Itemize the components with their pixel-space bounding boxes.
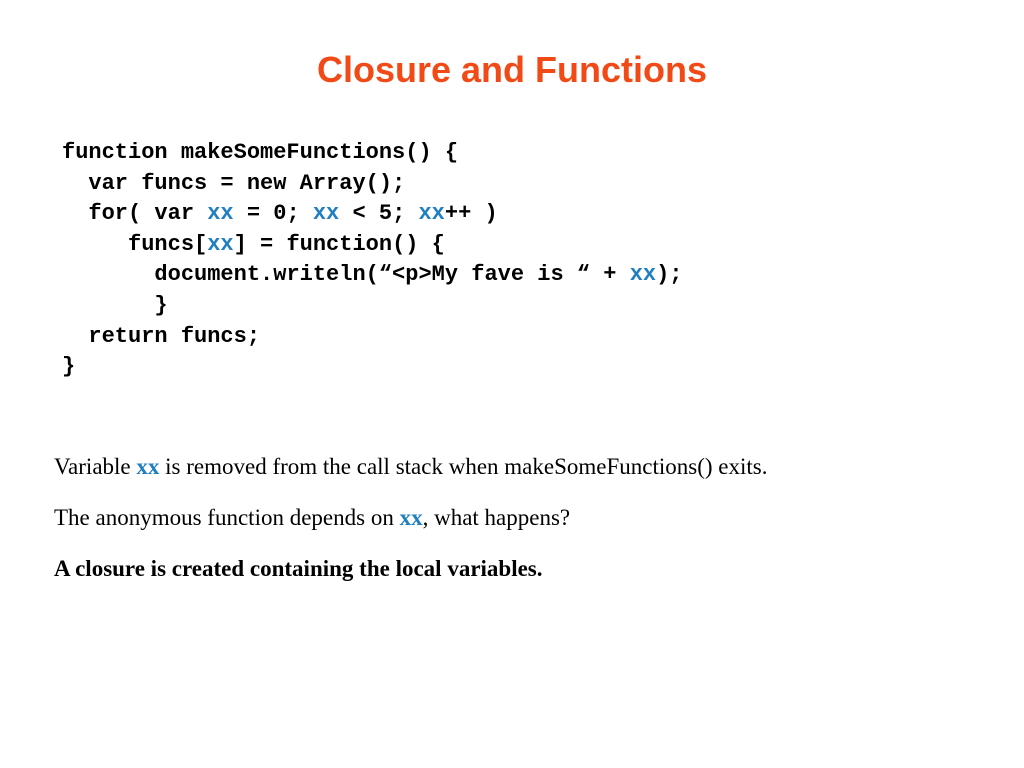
code-text: var funcs = new Array(); [88, 170, 406, 196]
code-indent [62, 171, 88, 196]
code-text: function makeSomeFunctions() { [62, 140, 459, 165]
code-indent [62, 324, 88, 349]
code-line: } [62, 291, 683, 322]
code-indent [62, 262, 154, 287]
code-text: < 5; [339, 201, 419, 227]
code-text: for( var [88, 201, 208, 227]
code-text: return funcs; [88, 323, 261, 349]
code-text: } [154, 292, 168, 318]
code-indent [62, 293, 154, 318]
paragraph-depends: The anonymous function depends on xx, wh… [54, 503, 994, 533]
code-text: document.writeln(“<p>My fave is “ + [154, 262, 630, 288]
code-text: ] = function() { [233, 231, 445, 257]
code-line: var funcs = new Array(); [62, 169, 683, 200]
paragraph-text: , what happens? [422, 505, 571, 530]
code-line: } [62, 352, 683, 383]
code-text: } [62, 354, 76, 380]
highlight-variable: xx [136, 454, 160, 479]
code-indent [62, 232, 128, 257]
code-text: funcs[ [128, 231, 208, 257]
paragraph-call-stack: Variable xx is removed from the call sta… [54, 452, 994, 482]
paragraph-closure-conclusion: A closure is created containing the loca… [54, 556, 543, 581]
highlight-variable: xx [399, 505, 423, 530]
code-line: for( var xx = 0; xx < 5; xx++ ) [62, 199, 683, 230]
code-text: ); [656, 262, 683, 288]
code-line: function makeSomeFunctions() { [62, 138, 683, 169]
code-variable: xx [207, 201, 234, 227]
paragraph-text: is removed from the call stack when make… [159, 454, 768, 479]
code-line: document.writeln(“<p>My fave is “ + xx); [62, 260, 683, 291]
paragraph-text: The anonymous function depends on [54, 505, 400, 530]
code-variable: xx [312, 201, 340, 227]
code-text: ++ ) [444, 201, 498, 227]
code-line: funcs[xx] = function() { [62, 230, 683, 261]
code-variable: xx [418, 201, 445, 227]
code-variable: xx [629, 262, 657, 288]
code-indent [62, 201, 88, 226]
code-block: function makeSomeFunctions() { var funcs… [62, 138, 683, 383]
code-variable: xx [207, 231, 234, 257]
code-line: return funcs; [62, 322, 683, 353]
paragraph-text: Variable [54, 454, 137, 479]
slide-title: Closure and Functions [316, 49, 708, 90]
code-text: = 0; [233, 201, 313, 227]
